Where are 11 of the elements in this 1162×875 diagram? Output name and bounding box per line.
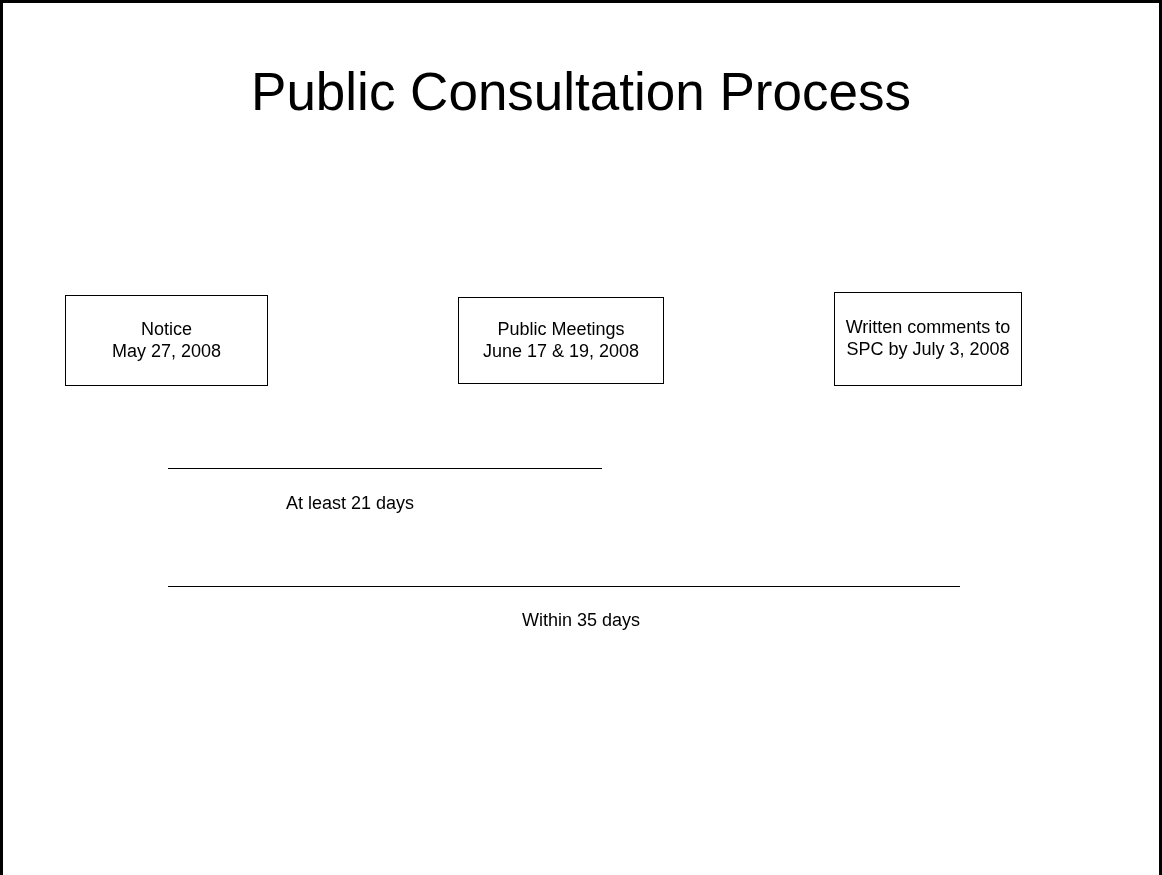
box-text: May 27, 2008 bbox=[111, 340, 222, 363]
duration-label: Within 35 days bbox=[521, 610, 641, 631]
box-text: Public Meetings bbox=[497, 318, 625, 341]
date-box bbox=[834, 292, 1022, 386]
box-text: June 17 & 19, 2008 bbox=[482, 340, 640, 363]
box-text: Written comments to SPC by July 3, 2008 bbox=[844, 317, 1012, 361]
date-box bbox=[65, 295, 268, 386]
title: Public Consultation Process bbox=[250, 61, 912, 122]
date-box bbox=[458, 297, 664, 384]
duration-label: At least 21 days bbox=[285, 493, 415, 514]
box-text: Notice bbox=[141, 318, 192, 341]
